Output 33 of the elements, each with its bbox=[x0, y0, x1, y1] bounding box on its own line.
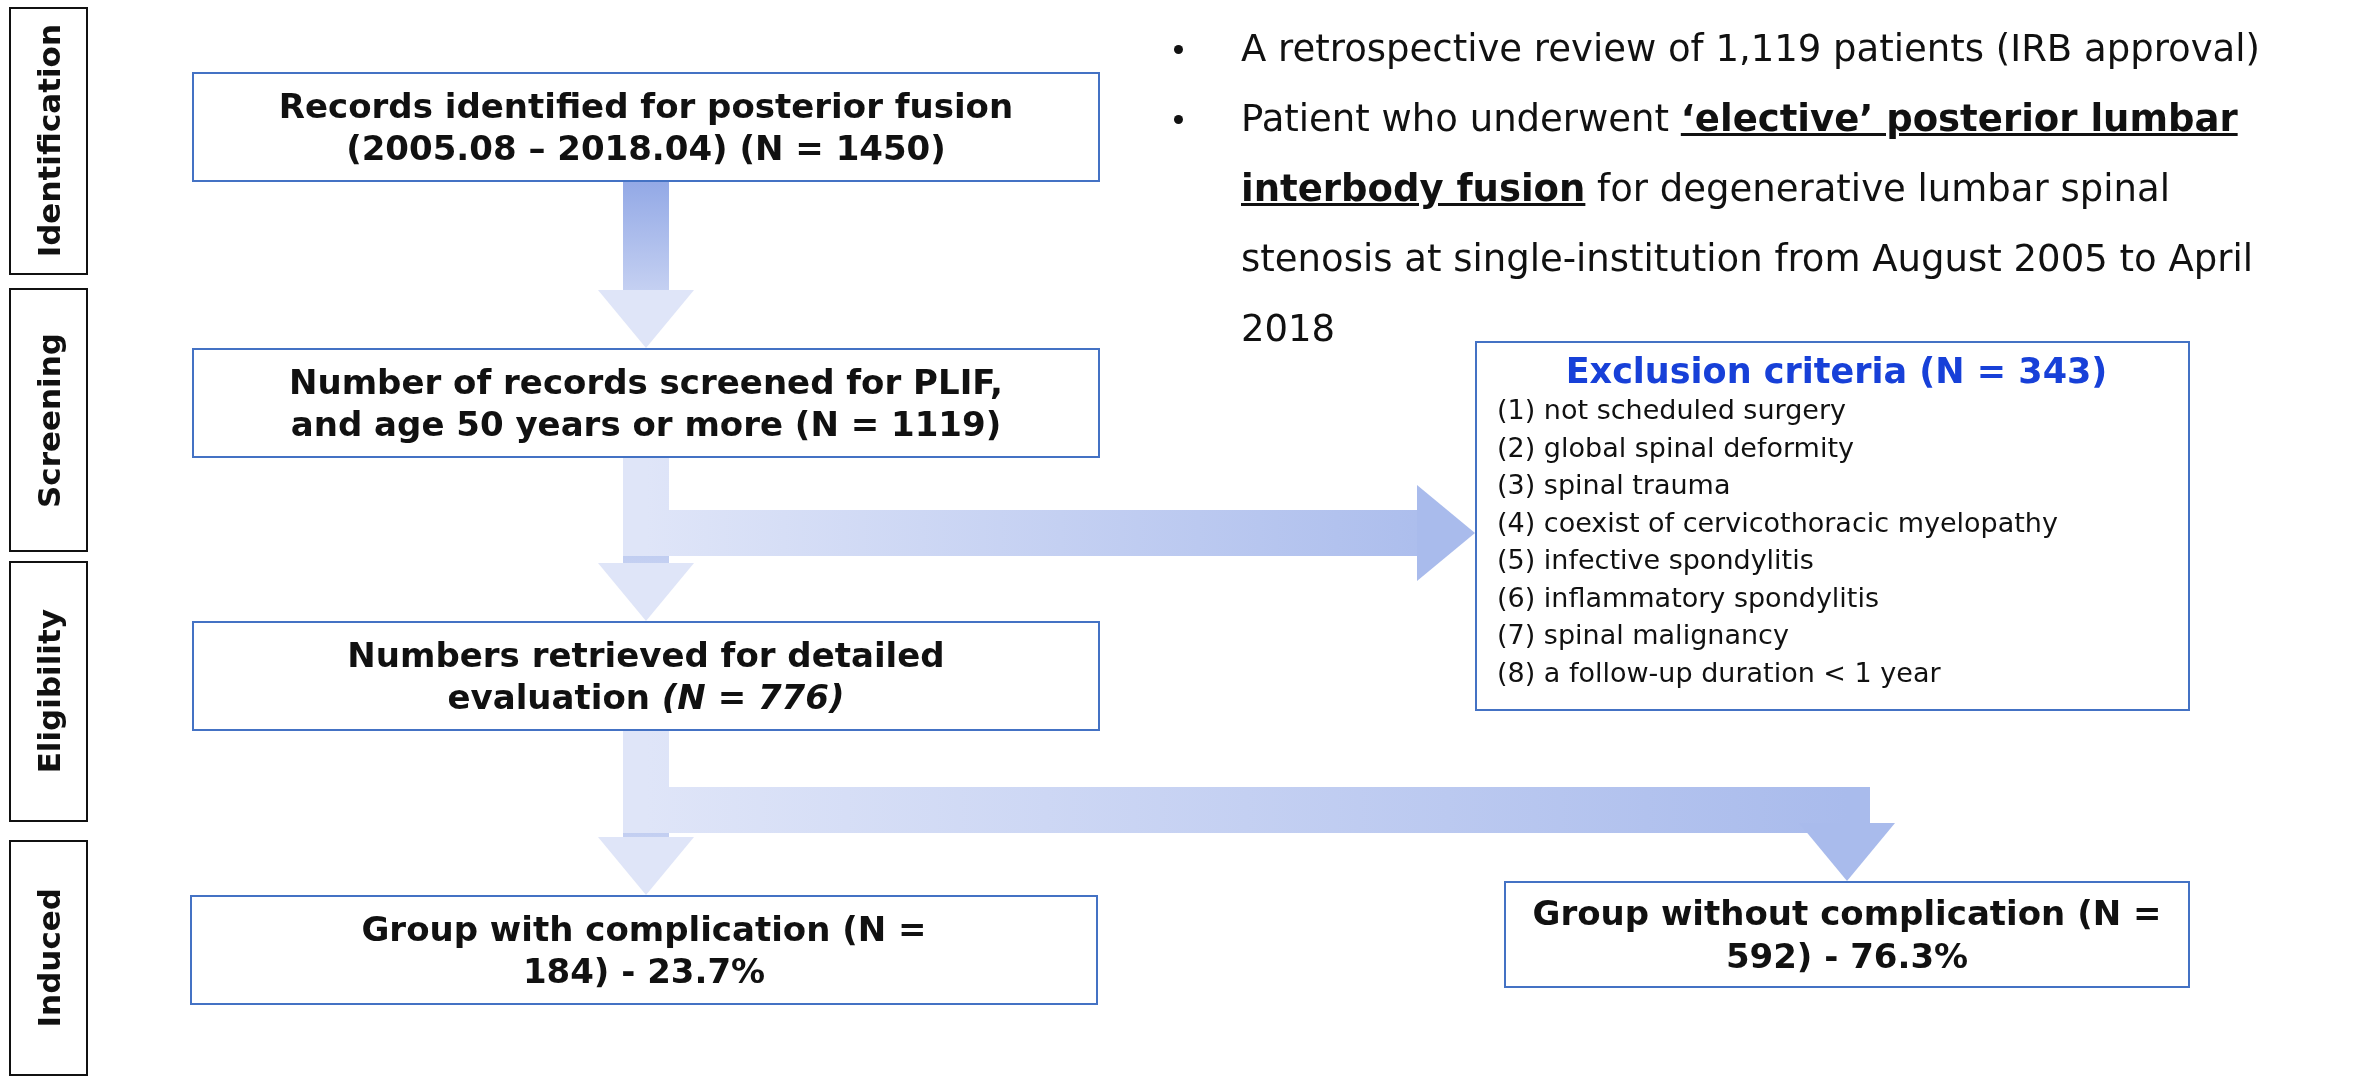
stage-label: Eligibility bbox=[30, 609, 67, 774]
bullet-text: A retrospective review of 1,119 patients (IRB approval) bbox=[1241, 26, 2260, 72]
stage-box bbox=[9, 288, 88, 552]
stage-box bbox=[9, 561, 88, 822]
criteria-item: (8) a follow-up duration < 1 year bbox=[1497, 655, 1942, 690]
process-box bbox=[192, 621, 1100, 731]
criteria-item: (5) infective spondylitis bbox=[1497, 543, 1815, 577]
stage-label: Induced bbox=[30, 888, 67, 1028]
bullet-text: Patient who underwent ‘elective’ posterior lumbar interbody fusion for degenerative lumbar spinal stenosis at single-institution from August 2005 to April 2018 bbox=[1241, 96, 2254, 352]
criteria-item: (1) not scheduled surgery bbox=[1497, 393, 1847, 427]
criteria-heading: Exclusion criteria (N = 343) bbox=[1564, 351, 2109, 391]
process-text: Group with complication (N = 184) - 23.7% bbox=[360, 907, 928, 993]
criteria-item: (7) spinal malignancy bbox=[1497, 618, 1790, 652]
process-text: Number of records screened for PLIF, and age 50 years or more (N = 1119) bbox=[288, 360, 1004, 446]
stage-box bbox=[9, 7, 88, 275]
stage-box bbox=[9, 840, 88, 1076]
process-box bbox=[190, 895, 1098, 1005]
criteria-box bbox=[1475, 341, 2190, 711]
process-box bbox=[192, 348, 1100, 458]
process-text: Group without complication (N = 592) - 76.3% bbox=[1531, 892, 2163, 977]
block-arrow bbox=[598, 182, 694, 348]
block-arrow bbox=[623, 458, 1475, 581]
process-box bbox=[192, 72, 1100, 182]
stage-label: Identification bbox=[30, 24, 67, 258]
criteria-item: (4) coexist of cervicothoracic myelopathy bbox=[1497, 505, 2059, 540]
criteria-item: (3) spinal trauma bbox=[1497, 468, 1732, 502]
stage-label: Screening bbox=[30, 332, 67, 508]
criteria-item: (6) inflammatory spondylitis bbox=[1497, 580, 1881, 615]
process-text: Numbers retrieved for detailed evaluation (N = 776) bbox=[346, 633, 946, 719]
process-box bbox=[1504, 881, 2190, 988]
block-arrow bbox=[623, 731, 1895, 881]
process-text: Records identified for posterior fusion (2005.08 – 2018.04) (N = 1450) bbox=[277, 84, 1015, 170]
criteria-item: (2) global spinal deformity bbox=[1497, 430, 1855, 465]
